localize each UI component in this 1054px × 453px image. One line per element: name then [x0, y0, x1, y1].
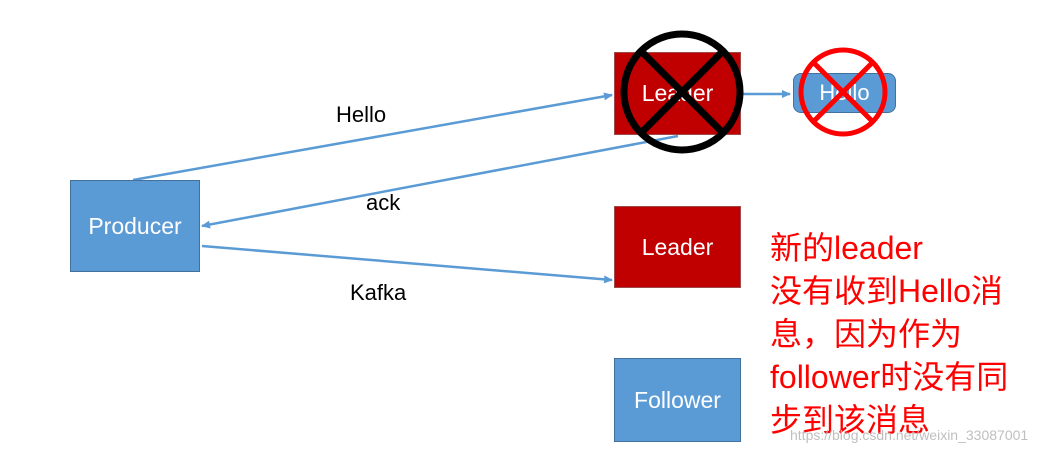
note-line: 新的leader	[770, 230, 923, 266]
watermark: https://blog.csdn.net/weixin_33087001	[790, 427, 1029, 443]
crossed-circle-icon	[620, 30, 744, 154]
ack-edge-label: ack	[366, 190, 401, 215]
prohibited-icon	[798, 47, 888, 137]
hello-arrow	[132, 92, 613, 182]
follower-label: Follower	[634, 386, 721, 413]
ack-arrow	[201, 134, 679, 229]
note-line: 没有收到Hello消	[770, 273, 1003, 309]
hello-edge-label: Hello	[336, 102, 387, 127]
kafka-edge-label: Kafka	[350, 280, 407, 305]
kafka-arrow	[201, 244, 613, 284]
follower-node: Follower	[614, 358, 741, 442]
producer-label: Producer	[88, 212, 182, 239]
new-leader-node: Leader	[614, 206, 741, 288]
note-line: 步到该消息	[770, 402, 931, 438]
explanation-note: 新的leader 没有收到Hello消 息，因为作为 follower时没有同 …	[770, 227, 1050, 442]
producer-node: Producer	[70, 180, 200, 272]
note-line: 息，因为作为	[770, 316, 963, 352]
new-leader-label: Leader	[641, 233, 714, 260]
note-line: follower时没有同	[770, 359, 1009, 395]
